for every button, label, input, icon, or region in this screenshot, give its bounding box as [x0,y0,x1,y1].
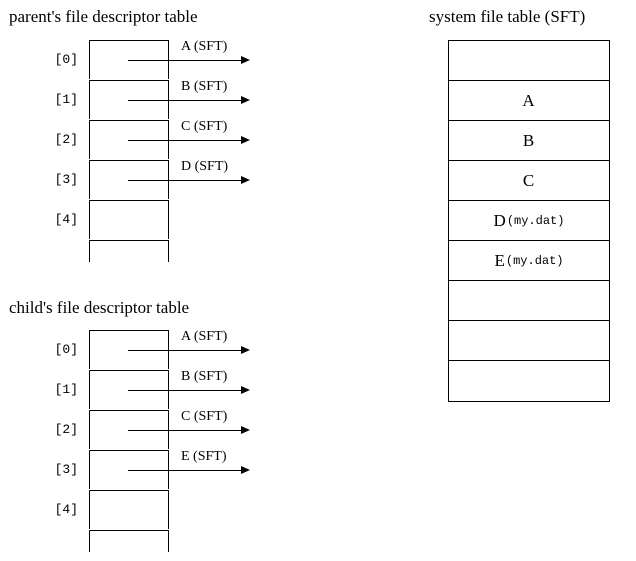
fd-index-label: [0] [54,52,78,67]
fd-row: [3] [55,160,169,199]
sft-row [449,281,609,321]
sft-entry-letter: B [522,130,535,150]
fd-row: [3] [55,450,169,489]
fd-row: [4] [55,200,169,239]
parent-pointer-3: D (SFT) [128,159,250,184]
sft-entry-letter: D [493,210,506,230]
pointer-shaft [128,430,241,431]
parent-pointer-1: B (SFT) [128,79,250,104]
sft-row: E(my.dat) [449,241,609,281]
pointer-label: D (SFT) [181,159,229,174]
child-pointer-1: B (SFT) [128,369,250,394]
pointer-label: C (SFT) [181,119,228,134]
fd-row: [1] [55,370,169,409]
pointer-label: B (SFT) [181,369,228,384]
child-pointer-2: C (SFT) [128,409,250,434]
arrowhead-icon [241,136,250,144]
sft-row: D(my.dat) [449,201,609,241]
system-file-table: A B C D(my.dat) E(my.dat) [448,40,610,402]
fd-index-label: [2] [54,132,78,147]
arrowhead-icon [241,56,250,64]
pointer-label: C (SFT) [181,409,228,424]
parent-table-title: parent's file descriptor table [9,7,198,26]
fd-row: [0] [55,40,169,79]
fd-row: [2] [55,120,169,159]
pointer-shaft [128,350,241,351]
pointer-shaft [128,100,241,101]
child-table-title: child's file descriptor table [9,298,190,317]
fd-index-label: [4] [54,212,78,227]
sft-entry-letter: A [522,90,535,110]
parent-pointer-0: A (SFT) [128,39,250,64]
fd-index-label: [0] [54,342,78,357]
pointer-label: B (SFT) [181,79,228,94]
pointer-label: A (SFT) [181,329,228,344]
fd-row: [4] [55,490,169,529]
arrowhead-icon [241,386,250,394]
fd-index-label: [4] [54,502,78,517]
system-file-table-title: system file table (SFT) [429,7,586,26]
sft-row [449,41,609,81]
fd-row: [0] [55,330,169,369]
arrowhead-icon [241,96,250,104]
fd-index-label: [3] [54,462,78,477]
pointer-shaft [128,60,241,61]
arrowhead-icon [241,176,250,184]
sft-row: A [449,81,609,121]
fd-row-open [89,530,169,552]
arrowhead-icon [241,426,250,434]
fd-index-label: [1] [54,92,78,107]
pointer-label: E (SFT) [181,449,227,464]
sft-entry-letter: E [494,250,505,270]
pointer-shaft [128,140,241,141]
sft-entry-file: (my.dat) [505,253,564,268]
sft-row: C [449,161,609,201]
child-pointer-0: A (SFT) [128,329,250,354]
fd-index-label: [2] [54,422,78,437]
pointer-label: A (SFT) [181,39,228,54]
pointer-shaft [128,180,241,181]
fd-row-open [89,240,169,262]
arrowhead-icon [241,346,250,354]
fd-row: [2] [55,410,169,449]
fd-row: [1] [55,80,169,119]
sft-row: B [449,121,609,161]
pointer-shaft [128,390,241,391]
sft-entry-file: (my.dat) [506,213,565,228]
arrowhead-icon [241,466,250,474]
pointer-shaft [128,470,241,471]
fd-index-label: [3] [54,172,78,187]
sft-entry-letter: C [522,170,535,190]
sft-row [449,361,609,401]
parent-pointer-2: C (SFT) [128,119,250,144]
sft-row [449,321,609,361]
fd-index-label: [1] [54,382,78,397]
child-pointer-3: E (SFT) [128,449,250,474]
